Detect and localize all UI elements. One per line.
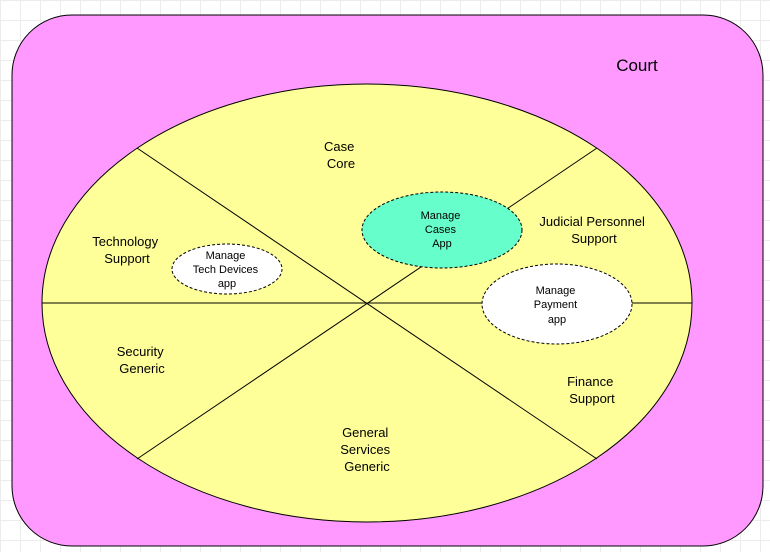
court-title: Court	[616, 56, 658, 75]
app-manage-tech-devices	[171, 243, 283, 295]
region-label-general-services-generic: General Services Generic	[340, 425, 393, 474]
region-label-security-generic: Security Generic	[117, 344, 168, 376]
divider-diagonal-up	[136, 147, 598, 460]
region-label-finance-support: Finance Support	[567, 374, 617, 406]
app-manage-payment	[481, 263, 633, 345]
app-manage-cases-label: Manage Cases App	[421, 210, 464, 250]
app-manage-cases	[361, 191, 523, 269]
region-label-case-core: Case Core	[324, 139, 358, 171]
region-label-judicial-personnel-support: Judicial Personnel Support	[539, 214, 648, 246]
region-label-technology-support: Technology Support	[92, 234, 161, 266]
app-manage-tech-devices-label: Manage Tech Devices app	[193, 250, 261, 290]
app-manage-payment-label: Manage Payment app	[534, 285, 580, 326]
